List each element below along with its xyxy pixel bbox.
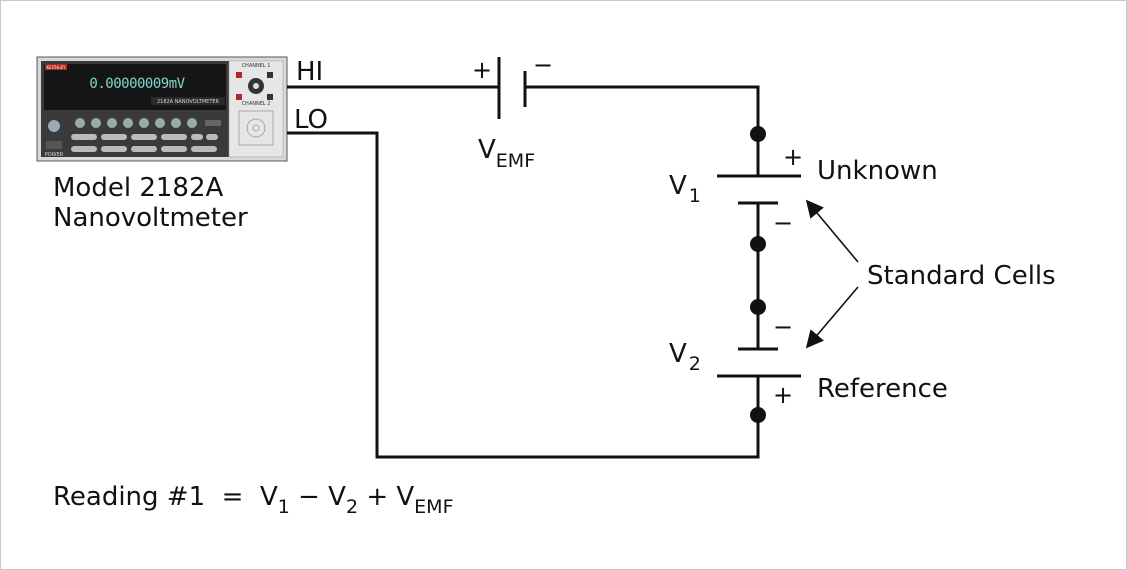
circuit-wires [287,85,760,459]
v2-plus-sign: + [773,381,793,409]
junction-dot [750,236,766,252]
v1-plus-sign: + [783,143,803,171]
v1-minus-sign: − [773,209,793,237]
emf-minus-sign: − [533,51,553,79]
emf-source-symbol [497,57,527,119]
junction-dots [750,126,766,423]
emf-plus-sign: + [472,56,492,84]
junction-dot [750,407,766,423]
power-switch [46,141,62,149]
reading-equation: Reading #1 = V1 − V2 + VEMF [53,482,454,518]
v2-minus-sign: − [773,313,793,341]
cell-v2-symbol [717,347,801,378]
emf-to-v1-wire [525,85,760,176]
input-panel [228,60,284,158]
hi-terminal-label: HI [296,57,323,87]
unknown-label: Unknown [817,156,938,186]
model-strip-text: 2182A NANOVOLTMETER [157,99,220,105]
button-row-top [75,118,197,128]
arrow-to-v1 [805,199,859,263]
vemf-label: VEMF [478,135,535,172]
standard-cells-label: Standard Cells [867,261,1056,291]
reference-label: Reference [817,374,948,404]
brand-text: KEITHLEY [47,65,67,70]
knob-icon [48,120,60,132]
arrow-to-v2 [805,286,859,349]
brand-logo [45,64,67,70]
cell-v1-symbol [717,174,801,205]
instrument-caption-model: Model 2182A [53,173,223,203]
junction-dot [750,299,766,315]
junction-dot [750,126,766,142]
lo-terminal-label: LO [294,105,328,135]
channel2-label: CHANNEL 2 [242,101,271,107]
power-label: POWER [45,152,64,158]
return-lo-wire [287,131,760,459]
nanovoltmeter-instrument: KEITHLEY 0.00000009mV 2182A NANOVOLTMETE… [36,56,288,162]
channel1-label: CHANNEL 1 [242,63,271,69]
display-reading: 0.00000009mV [89,76,185,92]
instrument-caption-type: Nanovoltmeter [53,203,248,233]
button-row-bottom [71,134,218,152]
